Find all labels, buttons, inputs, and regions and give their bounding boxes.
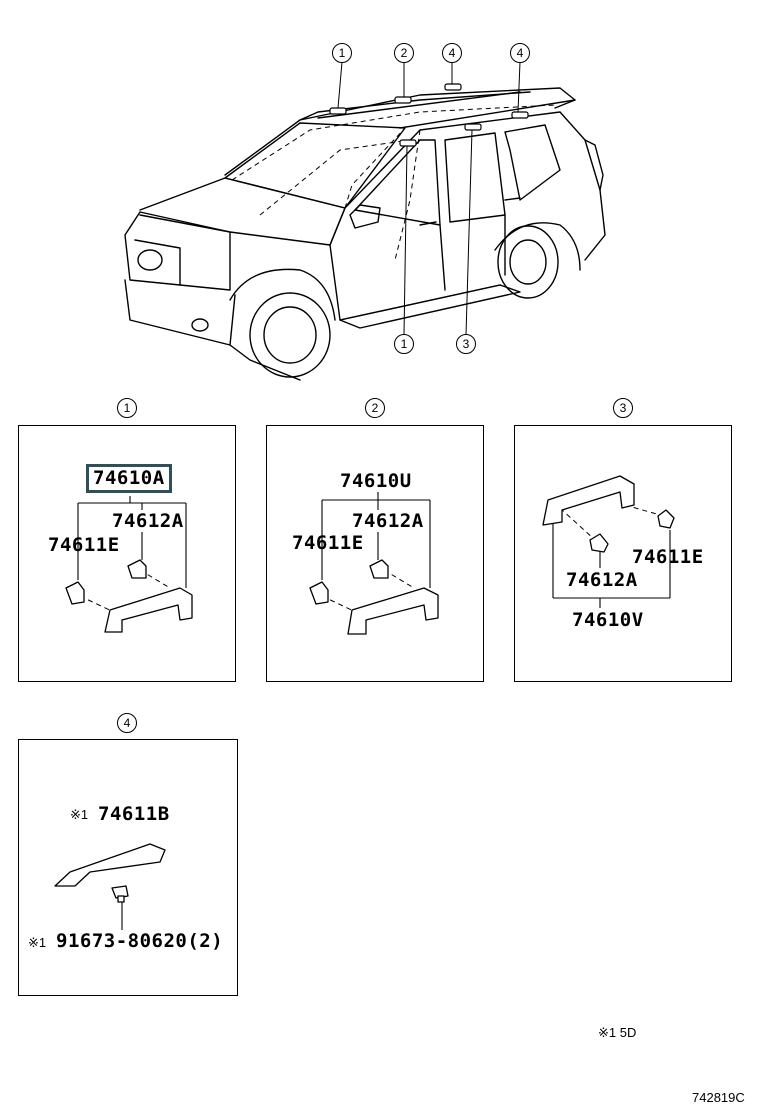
- panel-4-callout: 4: [117, 713, 137, 733]
- car-callout-4b: 4: [510, 43, 530, 63]
- part-74612A-label-2[interactable]: 74612A: [352, 510, 424, 532]
- part-74611E-label-3[interactable]: 74611E: [632, 546, 704, 568]
- panel-1: [18, 425, 236, 682]
- part-91673-80620-label[interactable]: 91673-80620(2): [56, 930, 224, 952]
- car-callout-2: 2: [394, 43, 414, 63]
- note-mark-1: ※1: [70, 807, 89, 822]
- figure-code: 742819C: [692, 1090, 745, 1105]
- panel-3-callout: 3: [613, 398, 633, 418]
- part-74611B-label[interactable]: 74611B: [98, 803, 170, 825]
- part-74612A-label-3[interactable]: 74612A: [566, 569, 638, 591]
- panel-4: [18, 739, 238, 996]
- panel-1-callout: 1: [117, 398, 137, 418]
- part-74612A-label-1[interactable]: 74612A: [112, 510, 184, 532]
- panel-2: [266, 425, 484, 682]
- footnote: ※1 5D: [598, 1025, 637, 1040]
- part-74610V-label[interactable]: 74610V: [572, 609, 644, 631]
- panel-3: [514, 425, 732, 682]
- car-callout-1-bottom: 1: [394, 334, 414, 354]
- car-callout-4a: 4: [442, 43, 462, 63]
- part-74611E-label-2[interactable]: 74611E: [292, 532, 364, 554]
- part-74610U-label[interactable]: 74610U: [340, 470, 412, 492]
- car-callout-3-bottom: 3: [456, 334, 476, 354]
- note-mark-2: ※1: [28, 935, 47, 950]
- car-callout-1: 1: [332, 43, 352, 63]
- part-74611E-label-1[interactable]: 74611E: [48, 534, 120, 556]
- part-74610A-label[interactable]: 74610A: [86, 464, 172, 493]
- panel-2-callout: 2: [365, 398, 385, 418]
